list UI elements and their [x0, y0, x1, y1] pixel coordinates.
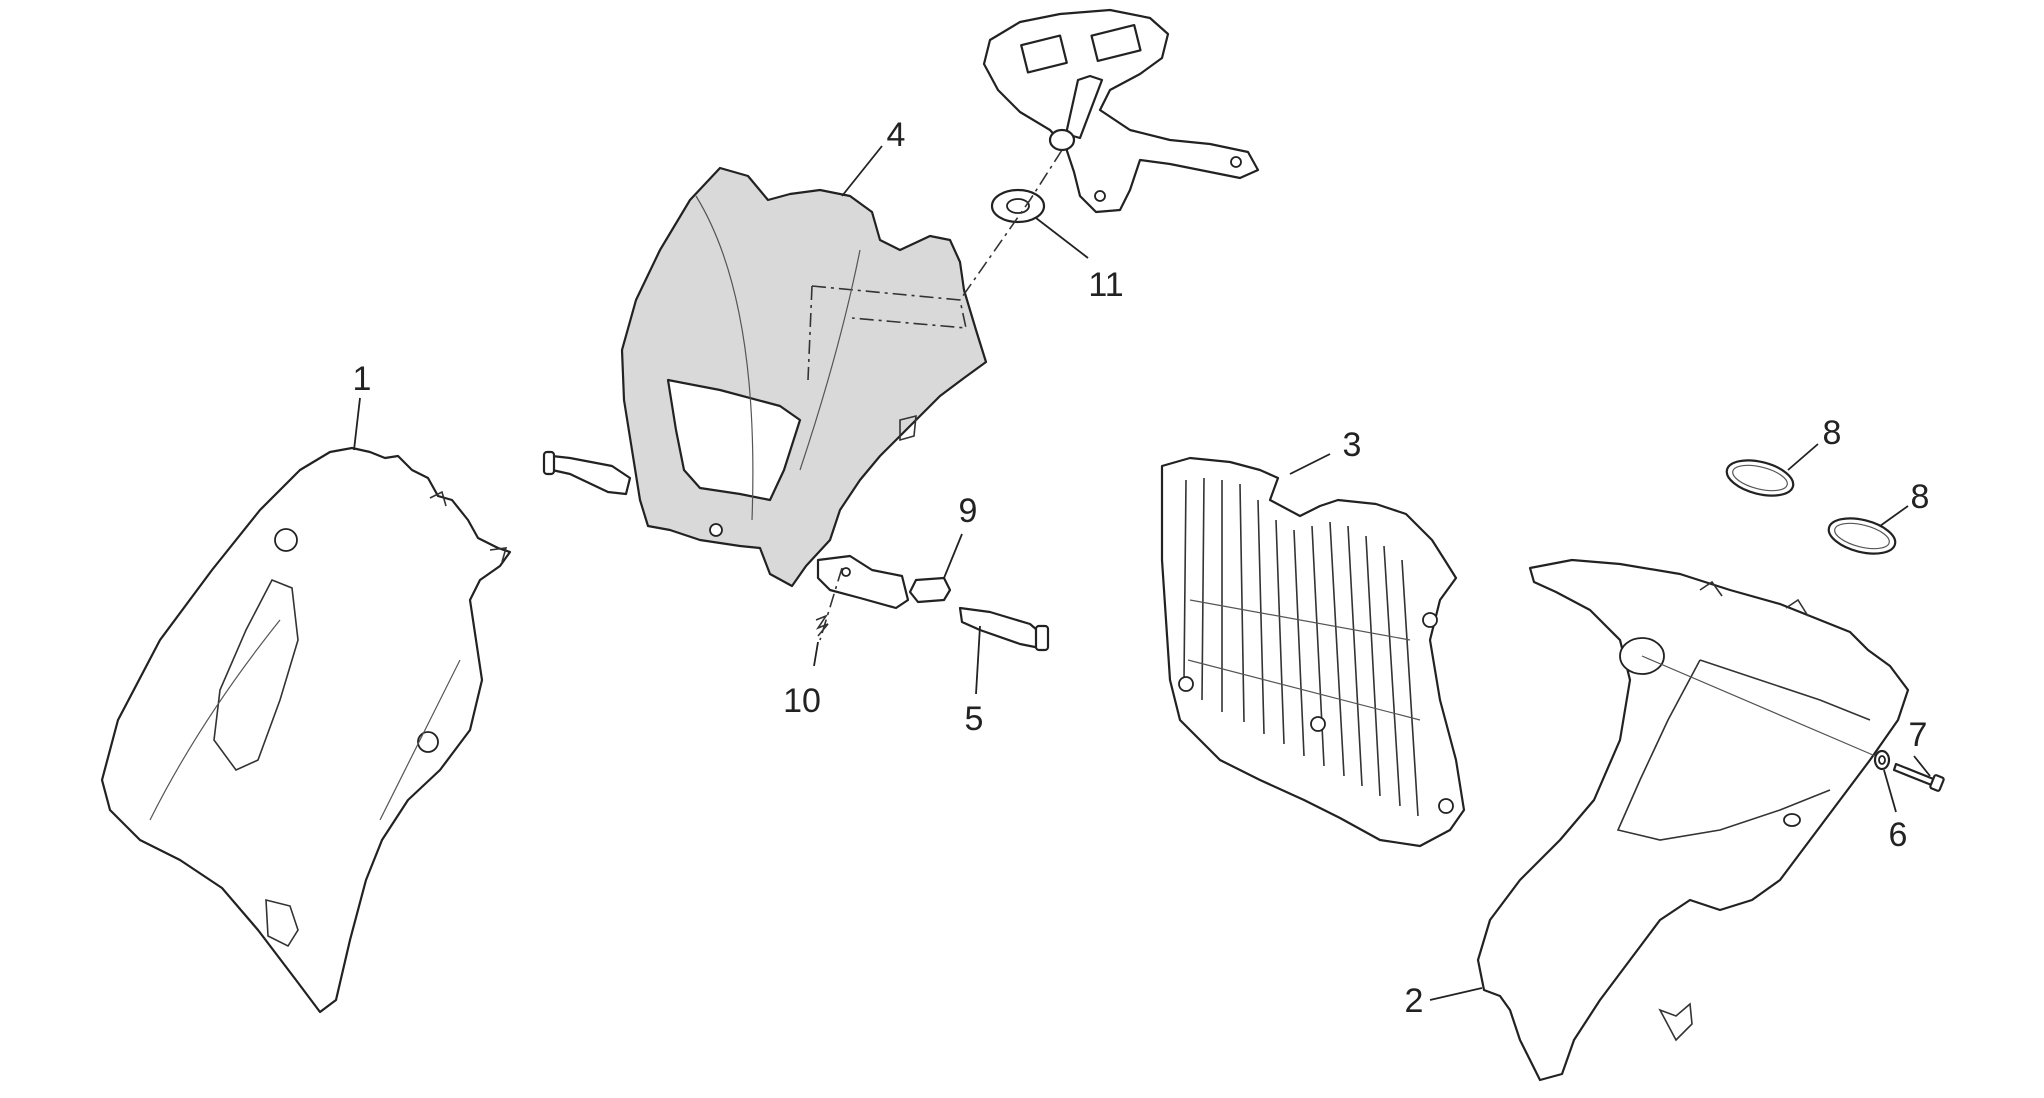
leader-3 — [1289, 453, 1331, 475]
part-6-washer — [1873, 749, 1891, 771]
label-10: 10 — [783, 682, 821, 720]
leader-4 — [841, 145, 883, 197]
leader-8b — [1879, 505, 1909, 527]
part-2-right-side-panel — [1476, 558, 1910, 1082]
label-9: 9 — [959, 492, 978, 530]
label-8-upper: 8 — [1823, 414, 1842, 452]
callout-labels: 1 2 3 4 5 6 7 8 8 9 10 11 — [353, 116, 1930, 1020]
leader-8a — [1787, 443, 1819, 471]
label-1: 1 — [353, 360, 372, 398]
part-4-headlight-fairing — [620, 166, 988, 588]
leader-6 — [1883, 769, 1897, 813]
label-8-lower: 8 — [1911, 478, 1930, 516]
part-8-o-ring-lower — [1827, 517, 1897, 555]
part-11-grommet — [990, 188, 1046, 224]
leader-11 — [1035, 217, 1089, 259]
part-7-screw — [1892, 762, 1945, 792]
part-8-o-ring-upper — [1725, 459, 1795, 497]
part-9-clip — [908, 576, 952, 604]
leader-1 — [353, 397, 361, 451]
part-10-screw — [815, 567, 843, 641]
leader-2 — [1429, 987, 1483, 1001]
leader-lines — [353, 145, 1931, 1001]
leader-5 — [975, 625, 981, 695]
part-fairing-mount-tab — [816, 554, 910, 610]
leader-9 — [943, 533, 963, 579]
part-1-left-side-panel — [100, 446, 512, 1014]
part-5-fastener-right — [958, 606, 1050, 652]
part-11-bracket-assembly — [982, 8, 1260, 214]
label-11: 11 — [1088, 266, 1123, 304]
part-3-radiator-grille — [1160, 456, 1466, 848]
label-6: 6 — [1889, 816, 1908, 854]
label-2: 2 — [1405, 982, 1424, 1020]
label-3: 3 — [1343, 426, 1362, 464]
part-5-fastener-left — [542, 450, 632, 496]
label-4: 4 — [887, 116, 906, 154]
axis-line-11 — [959, 149, 1063, 301]
label-7: 7 — [1909, 716, 1928, 754]
leader-10 — [813, 641, 819, 667]
leader-7 — [1913, 755, 1931, 777]
label-5: 5 — [965, 700, 984, 738]
